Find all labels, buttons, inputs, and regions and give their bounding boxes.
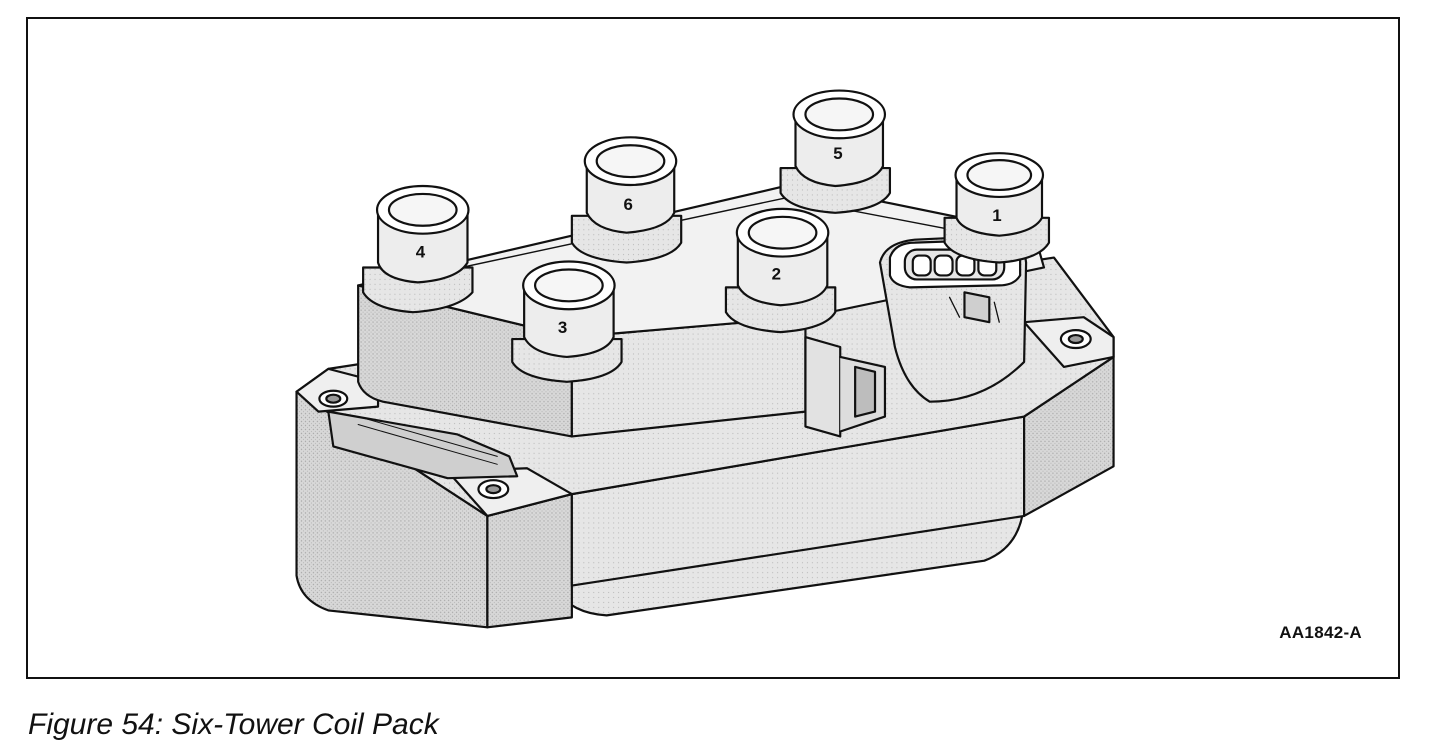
figure-caption: Figure 54: Six-Tower Coil Pack [28,708,439,741]
tower-label-2: 2 [772,264,781,283]
tower-6 [570,136,683,264]
housing-left-face [357,284,573,438]
tower-1 [943,152,1051,264]
tower-label-4: 4 [416,243,426,262]
base-decal [327,410,519,480]
base-front-face [295,390,489,629]
tower-label-6: 6 [624,195,633,214]
connector-bracket [804,335,842,438]
tower-label-5: 5 [833,144,842,163]
coil-pack-illustration: 4 6 5 1 2 3 [295,89,1115,629]
figure-code: AA1842-A [1279,623,1362,642]
tower-4 [362,184,474,314]
tower-2 [724,207,837,334]
tower-label-3: 3 [558,318,567,337]
tower-label-1: 1 [992,206,1001,225]
figure-frame: 4 6 5 1 2 3 AA1842-A [26,17,1400,679]
base-side-face [486,493,573,629]
tower-3 [511,260,623,383]
tower-5 [779,89,892,214]
